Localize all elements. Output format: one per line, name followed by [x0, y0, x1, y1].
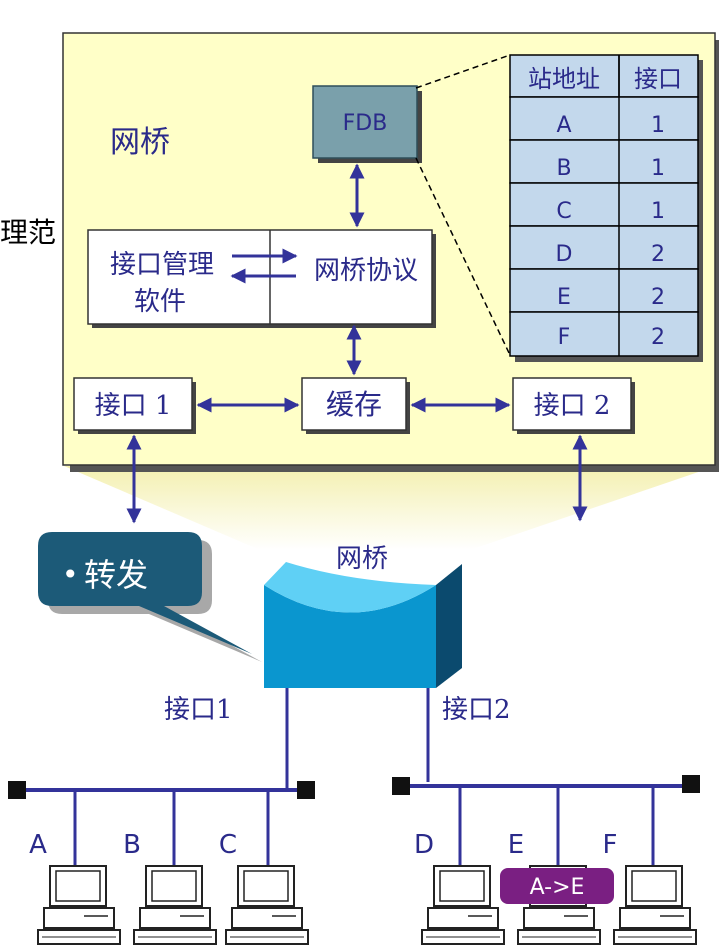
table-row: B 1: [509, 139, 699, 184]
frame-tag-label: A->E: [530, 875, 585, 900]
fdb-table: 站地址 接口 A 1 B 1 C 1 D 2: [509, 54, 703, 362]
station-label-d: D: [414, 830, 434, 860]
device-port1-label: 接口1: [164, 695, 233, 725]
table-header: [509, 54, 699, 98]
header-port: 接口: [634, 65, 682, 93]
software-box: 接口管理 软件 网桥协议: [87, 229, 436, 328]
station-label-e: E: [508, 830, 524, 860]
station-label-b: B: [123, 830, 141, 860]
row-station: D: [556, 242, 573, 267]
device-port2-label: 接口2: [442, 695, 511, 725]
callout-text: 转发: [84, 556, 148, 594]
buffer-label: 缓存: [326, 388, 382, 421]
row-port: 1: [651, 199, 665, 224]
row-port: 2: [651, 325, 665, 350]
fdb-label: FDB: [343, 111, 388, 136]
forward-callout: • 转发: [38, 532, 262, 662]
panel-title: 网桥: [110, 125, 170, 160]
interface-mgmt-line2: 软件: [134, 287, 186, 317]
port2-box: 接口 2: [512, 377, 635, 434]
station-label-a: A: [29, 830, 47, 860]
interface-mgmt-line1: 接口管理: [110, 250, 214, 280]
computer-b: [133, 865, 217, 945]
table-row: C 1: [509, 182, 699, 227]
table-row: E 2: [509, 268, 699, 313]
row-station: C: [556, 199, 571, 224]
bridge-panel: 网桥 FDB 站地址 接口 A 1 B 1: [62, 32, 719, 472]
bridge-device: [264, 562, 462, 688]
row-port: 2: [651, 242, 665, 267]
computer-c: [225, 865, 309, 945]
lan-right: D E F: [392, 775, 700, 945]
port1-box: 接口 1: [73, 377, 196, 434]
device-label: 网桥: [336, 544, 388, 574]
table-row: A 1: [509, 96, 699, 141]
header-station: 站地址: [528, 65, 600, 93]
row-port: 1: [651, 113, 665, 138]
panel-projection: [64, 466, 716, 550]
row-station: E: [557, 285, 571, 310]
buffer-box: 缓存: [301, 377, 410, 434]
frame-tag: A->E: [500, 868, 614, 904]
computer-a: [37, 865, 121, 945]
port1-label: 接口 1: [95, 391, 172, 421]
callout-bullet: •: [62, 558, 79, 591]
bridge-protocol-label: 网桥协议: [314, 256, 418, 286]
computer-d: [421, 865, 505, 945]
row-station: B: [556, 156, 571, 181]
row-port: 2: [651, 285, 665, 310]
row-port: 1: [651, 156, 665, 181]
zoom-line-top: [415, 54, 511, 89]
table-row: F 2: [509, 311, 699, 357]
row-station: F: [558, 325, 571, 350]
side-text-fragment: 理范: [0, 216, 56, 249]
port2-label: 接口 2: [534, 391, 611, 421]
zoom-line-bottom: [415, 157, 511, 356]
station-label-f: F: [603, 830, 618, 860]
table-row: D 2: [509, 225, 699, 270]
station-label-c: C: [219, 830, 237, 860]
fdb-box: FDB: [312, 85, 422, 163]
row-station: A: [556, 113, 571, 138]
computer-f: [613, 865, 697, 945]
lan-left: A B C: [8, 781, 315, 945]
